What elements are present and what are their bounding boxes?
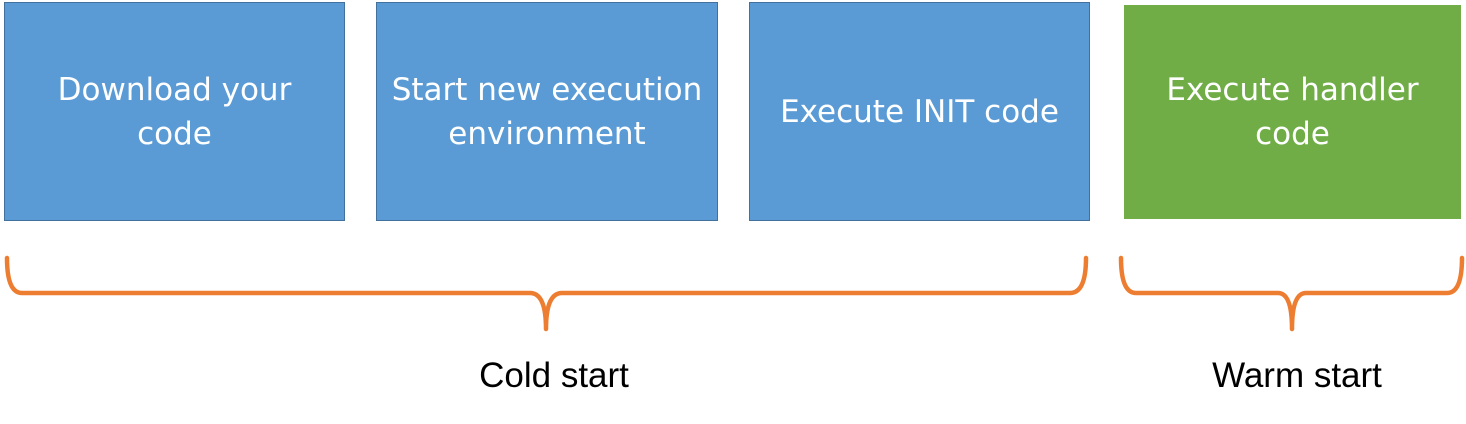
cold-start-brace [4, 255, 1089, 332]
step-execute-handler-code: Execute handler code [1124, 5, 1461, 219]
step-start-execution-environment: Start new execution environment [376, 2, 718, 221]
step-execute-init-code: Execute INIT code [749, 2, 1090, 221]
warm-start-label: Warm start [1212, 356, 1382, 395]
cold-start-label: Cold start [479, 356, 629, 395]
step-download-code: Download your code [4, 2, 345, 221]
warm-start-brace [1118, 255, 1465, 332]
